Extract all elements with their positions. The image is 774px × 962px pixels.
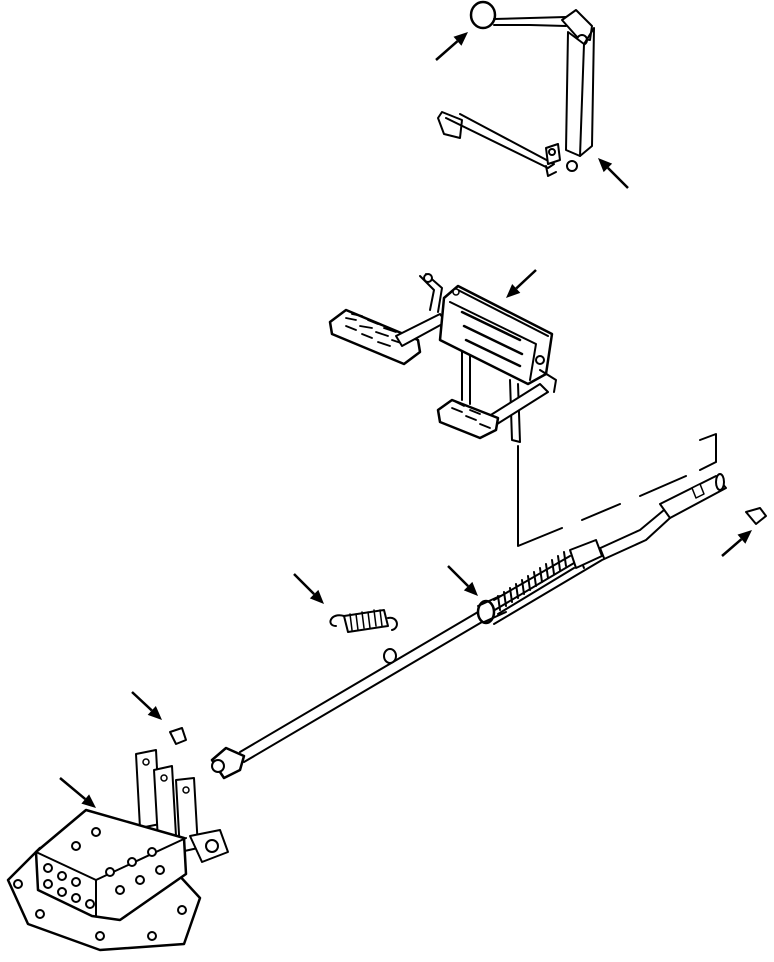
cable-spring-coil <box>493 551 575 615</box>
lever-base-plate <box>437 111 463 139</box>
arrow-pedal-housing-shaft <box>515 269 537 290</box>
pedal-pad-right <box>436 398 500 440</box>
lever-base-rod <box>445 113 555 169</box>
lever-knob-stem <box>493 16 567 27</box>
arrow-hand-lever-knob-shaft <box>435 40 459 61</box>
hand-throttle-lever-assembly <box>437 0 595 177</box>
arrow-clevis-pin-left-head <box>147 706 162 720</box>
arrow-return-spring <box>293 573 324 604</box>
lever-vertical-tube <box>565 31 585 157</box>
pedal-housing <box>438 284 554 386</box>
arrow-hand-lever-pivot <box>598 158 629 189</box>
arrow-control-valve <box>59 777 96 808</box>
valve-body <box>34 808 188 922</box>
arrow-return-spring-shaft <box>293 573 315 595</box>
arrow-clevis-pin-left-shaft <box>131 691 153 712</box>
arrow-control-valve-shaft <box>59 777 87 800</box>
clevis-pin-right <box>745 507 767 525</box>
arrow-clevis-pin-right <box>721 530 752 557</box>
arrow-hand-lever-pivot-shaft <box>607 167 629 189</box>
arrow-clevis-pin-right-shaft <box>721 538 743 557</box>
callout-arrows <box>59 32 752 808</box>
arrow-pedal-housing <box>506 269 537 298</box>
valve-ports <box>43 827 165 909</box>
arrow-pedal-housing-head <box>506 284 521 298</box>
cable-boot <box>569 539 603 569</box>
cable-inner-rod <box>239 611 483 763</box>
arrow-control-cable-head <box>463 581 478 596</box>
pedal-pad-left <box>328 308 422 366</box>
arrow-return-spring-head <box>309 589 324 604</box>
arrow-hand-lever-pivot-head <box>598 158 613 173</box>
clevis-pin-left <box>169 727 187 745</box>
arrow-hand-lever-knob-head <box>453 32 468 46</box>
foot-pedal-assembly <box>328 273 557 443</box>
control-valve-assembly <box>6 749 229 952</box>
arrow-clevis-pin-right-head <box>737 530 752 544</box>
control-cable-assembly <box>210 473 727 780</box>
arrow-control-valve-head <box>81 794 96 808</box>
arrow-control-cable <box>447 565 478 596</box>
pedal-arm-left <box>395 313 447 347</box>
plate-mounting-holes <box>13 879 187 941</box>
arrow-clevis-pin-left <box>131 691 162 720</box>
return-spring <box>329 609 398 633</box>
lever-upper-bracket <box>561 9 593 41</box>
washer <box>383 648 397 664</box>
lever-knob <box>469 0 497 30</box>
arrow-control-cable-shaft <box>447 565 469 587</box>
assembly-connection-line <box>517 433 717 547</box>
arrow-hand-lever-knob <box>435 32 468 61</box>
